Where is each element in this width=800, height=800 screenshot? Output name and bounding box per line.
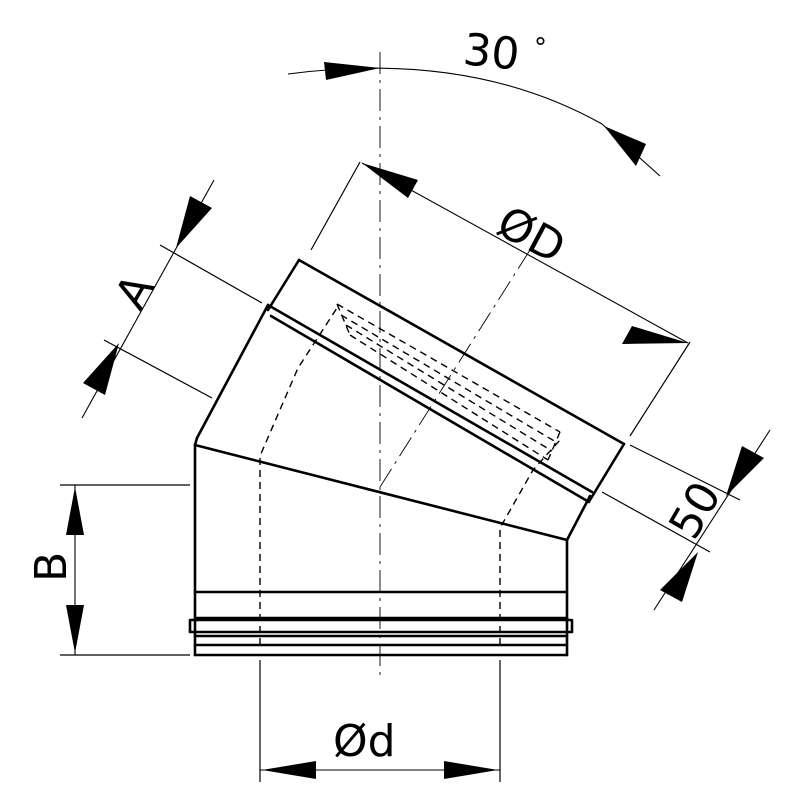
diameter-outer-label: ØD bbox=[489, 197, 573, 274]
angle-dimension bbox=[287, 62, 661, 177]
dimension-socket bbox=[601, 429, 771, 611]
dimension-b bbox=[60, 484, 190, 656]
dimension-socket-label: 50 bbox=[659, 474, 731, 548]
angle-label: 30 bbox=[461, 24, 522, 81]
dimension-a bbox=[81, 179, 263, 419]
angle-unit-label: ° bbox=[534, 33, 547, 63]
diameter-inner-label: Ød bbox=[333, 716, 396, 767]
diameter-inner-dimension bbox=[259, 660, 501, 782]
dimension-b-label: B bbox=[26, 552, 77, 582]
hidden-lines bbox=[259, 303, 561, 646]
dimension-a-label: A bbox=[105, 266, 164, 318]
upper-pipe bbox=[195, 258, 626, 542]
lower-pipe bbox=[188, 436, 574, 657]
center-lines bbox=[379, 52, 531, 680]
diameter-outer-dimension bbox=[310, 161, 691, 437]
